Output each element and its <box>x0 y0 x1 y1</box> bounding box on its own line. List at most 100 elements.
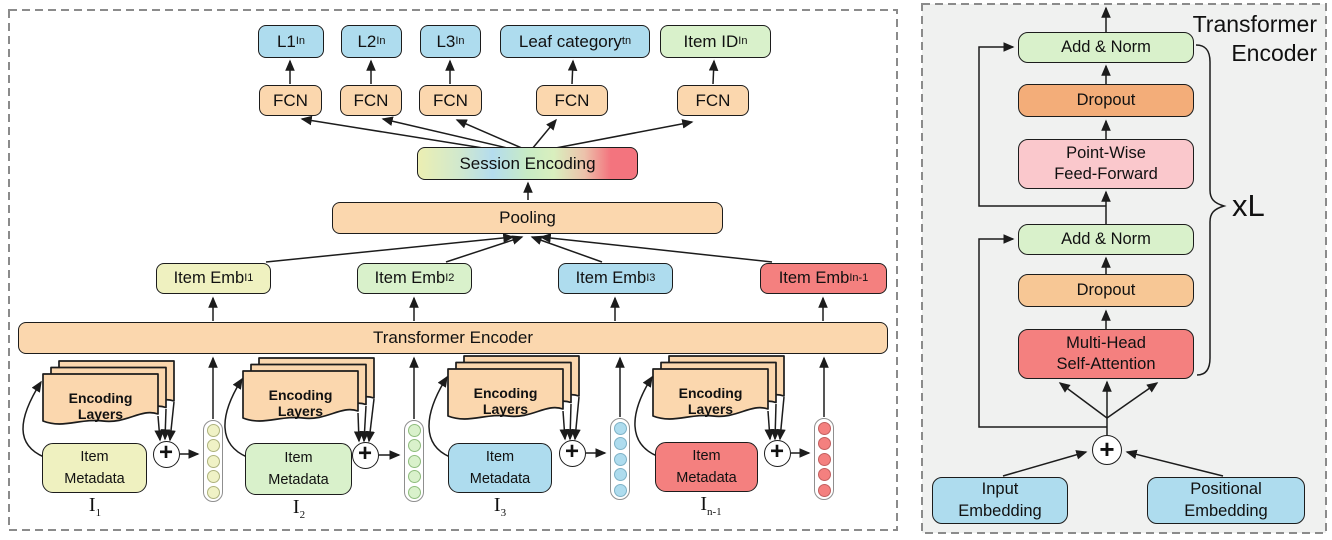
vector-dot <box>817 468 831 481</box>
encoding-layers-label-2: Encoding Layers <box>268 387 333 419</box>
vector-dot <box>407 454 421 468</box>
arrow-junction-mhsa-q <box>1058 382 1108 419</box>
arrow-stack2-c <box>365 398 375 443</box>
fcn-4-label: FCN <box>554 90 590 110</box>
item-vector-3 <box>610 418 630 500</box>
arrow-fcn4-out <box>567 59 578 85</box>
mhsa-line2: Self-Attention <box>1056 355 1156 373</box>
arrow-stack4-b <box>770 403 781 441</box>
add-norm-bottom-box: Add & Norm <box>1018 224 1194 255</box>
output-itemid-sub: In <box>738 35 748 47</box>
item-metadata-3-line1: Item <box>485 448 515 465</box>
item-metadata-4-line2: Metadata <box>676 470 737 486</box>
arrow-stack2-b <box>359 405 370 443</box>
plus-2-glyph: + <box>357 440 372 467</box>
vector-dot <box>206 423 220 437</box>
plus-circle-icon-4: + <box>763 438 791 467</box>
skip-lower-addnorm <box>978 234 1107 428</box>
output-l3-label: L3 <box>436 31 456 51</box>
dropout-bottom-box: Dropout <box>1018 274 1194 307</box>
fcn-box-5: FCN <box>677 85 749 116</box>
item-metadata-2-line2: Metadata <box>268 472 329 488</box>
mhsa-line1: Multi-Head <box>1066 333 1146 352</box>
arrow-meta3-stack <box>428 375 451 458</box>
output-l1-sub: In <box>295 35 306 47</box>
add-norm-top-label: Add & Norm <box>1061 38 1151 56</box>
arrow-se-fcn4 <box>531 118 557 150</box>
arrow-input-plus <box>1002 450 1088 477</box>
item-metadata-1-line2: Metadata <box>64 471 125 487</box>
item-label-3-sub: 3 <box>500 507 507 519</box>
item-label-1-sub: 1 <box>95 507 102 519</box>
vector-dot <box>613 421 627 435</box>
item-label-4-name: I <box>700 493 707 515</box>
arrow-se-fcn1 <box>300 115 509 153</box>
arrow-se-fcn5 <box>539 119 694 152</box>
fcn-1-label: FCN <box>273 90 308 110</box>
transformer-encoder-bar: Transformer Encoder <box>18 322 888 354</box>
repeat-brace <box>1195 44 1227 376</box>
arrow-positional-plus <box>1125 449 1224 477</box>
vector-dot <box>206 454 220 468</box>
encoding-layers-stack-1 <box>42 360 175 425</box>
dropout-top-box: Dropout <box>1018 84 1194 117</box>
arrow-emb4-pooling <box>539 233 773 263</box>
item-label-4: In-1 <box>687 493 735 518</box>
add-norm-top-box: Add & Norm <box>1018 32 1194 63</box>
item-vector-1 <box>203 420 223 502</box>
item-metadata-2-line1: Item <box>284 449 313 466</box>
fcn-5-label: FCN <box>695 90 731 110</box>
item-emb-1-sub: I1 <box>244 272 254 284</box>
dropout-bottom-label: Dropout <box>1076 281 1136 299</box>
item-label-4-sub: n-1 <box>707 506 722 518</box>
arrow-meta1-stack <box>22 380 45 458</box>
plus-1-glyph: + <box>158 439 173 466</box>
output-l1-label: L1 <box>276 31 296 51</box>
vector-dot <box>613 437 627 450</box>
pooling-label: Pooling <box>499 208 556 227</box>
encoding-layers-stack-2 <box>242 357 375 422</box>
plus-circle-icon-2: + <box>351 440 379 469</box>
vector-dot <box>613 452 627 466</box>
vector-dot <box>407 423 421 437</box>
input-embedding-line2: Embedding <box>958 501 1042 520</box>
plus-3-glyph: + <box>564 438 579 465</box>
item-emb-2-label: Item Emb <box>374 269 446 287</box>
dropout-top-label: Dropout <box>1076 91 1136 109</box>
session-encoding-label: Session Encoding <box>459 153 596 173</box>
session-encoding-box: Session Encoding <box>417 147 638 180</box>
arrow-stack4-c <box>776 396 786 441</box>
plus-circle-icon-3: + <box>558 438 586 467</box>
output-leaf-label: Leaf category <box>518 31 622 51</box>
positional-embedding-line1: Positional <box>1190 480 1262 499</box>
vector-dot <box>206 439 220 452</box>
encoding-layers-label-4: Encoding Layers <box>678 385 743 417</box>
fcn-box-4: FCN <box>536 85 608 116</box>
vector-dot <box>613 468 627 481</box>
plus-4-glyph: + <box>769 438 784 465</box>
item-label-1-name: I <box>88 494 96 516</box>
arrow-stack4-a <box>764 410 775 441</box>
fcn-3-label: FCN <box>433 90 468 110</box>
fcn-box-3: FCN <box>419 85 482 116</box>
item-metadata-1-line1: Item <box>80 448 109 465</box>
item-label-3: I3 <box>480 494 520 519</box>
encoding-layers-stack-4 <box>652 355 785 420</box>
repeat-count-label: xL <box>1232 188 1265 223</box>
arrow-stack1-b <box>160 408 171 441</box>
plus-circle-icon-1: + <box>152 439 180 468</box>
vector-dot <box>817 452 831 466</box>
fcn-box-2: FCN <box>340 85 402 116</box>
item-emb-4-sub: In-1 <box>849 272 869 284</box>
item-label-2-sub: 2 <box>299 509 306 521</box>
